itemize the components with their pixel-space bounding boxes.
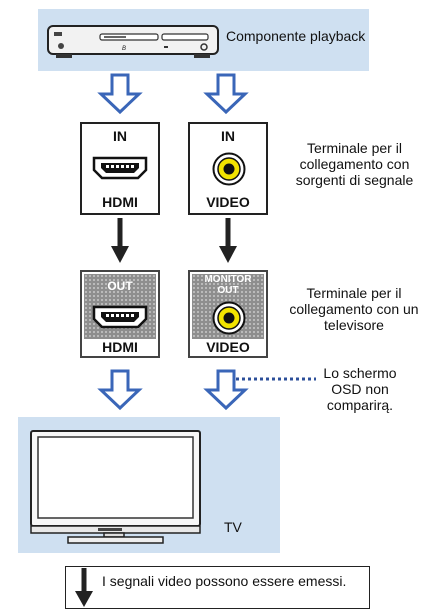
video-in-top-label: IN (221, 128, 235, 144)
osd-note: Lo schermo OSD non comparirą. (323, 365, 397, 413)
video-in-bottom-label: VIDEO (206, 194, 250, 210)
hollow-down-arrow-icon (97, 369, 143, 411)
video-out-terminal: MONITOR OUT VIDEO (188, 270, 268, 358)
hdmi-in-bottom-label: HDMI (102, 194, 138, 210)
svg-text:B: B (122, 46, 126, 52)
rca-port-icon (212, 152, 246, 186)
input-terminal-description: Terminale per il collegamento con sorgen… (295, 140, 414, 188)
osd-dotted-connector (236, 377, 316, 381)
hdmi-out-bottom-label: HDMI (82, 339, 158, 356)
blu-ray-player-icon: B (47, 25, 219, 58)
output-terminal-description: Terminale per il collegamento con un tel… (289, 285, 419, 333)
hollow-down-arrow-icon (97, 73, 143, 115)
legend-text: I segnali video possono essere emessi. (102, 573, 347, 589)
hdmi-out-terminal: OUT HDMI (80, 270, 160, 358)
hdmi-port-icon (92, 305, 148, 329)
video-in-terminal: IN VIDEO (188, 122, 268, 215)
video-out-top-label-1: MONITOR (204, 274, 252, 285)
solid-down-arrow-icon (75, 568, 93, 607)
solid-down-arrow-icon (111, 218, 129, 263)
television-icon (30, 430, 201, 544)
hdmi-out-top-label: OUT (107, 279, 133, 293)
hollow-down-arrow-icon (203, 73, 249, 115)
video-out-bottom-label: VIDEO (190, 339, 266, 356)
tv-label: TV (224, 519, 242, 535)
hdmi-in-terminal: IN HDMI (80, 122, 160, 215)
solid-down-arrow-icon (219, 218, 237, 263)
hdmi-port-icon (92, 156, 148, 180)
video-out-top-label-2: OUT (217, 285, 239, 296)
legend-box: I segnali video possono essere emessi. (65, 566, 370, 609)
playback-label: Componente playback (226, 28, 366, 44)
hdmi-in-top-label: IN (113, 128, 127, 144)
hollow-down-arrow-icon (203, 369, 249, 411)
rca-port-icon (212, 301, 246, 335)
